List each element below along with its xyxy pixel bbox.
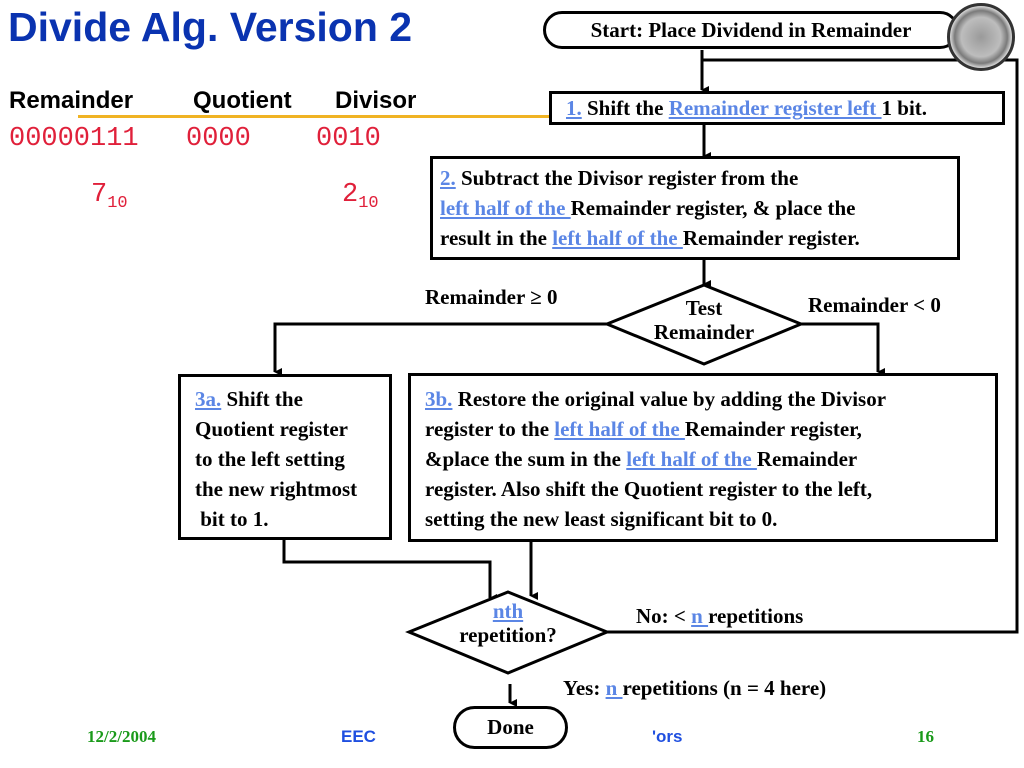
remainder-decimal-value: 7 xyxy=(91,180,108,210)
repetition-diamond xyxy=(405,590,611,675)
step3b-box: 3b. Restore the original value by adding… xyxy=(408,373,998,542)
quotient-value: 0000 xyxy=(186,124,251,154)
step3b-number: 3b. xyxy=(425,387,453,411)
divisor-decimal: 210 xyxy=(342,180,379,213)
step3a-line1: Shift the xyxy=(221,387,303,411)
done-terminal: Done xyxy=(453,706,568,749)
step3a-line5: bit to 1. xyxy=(195,507,269,531)
step3b-post2: Remainder register, xyxy=(684,417,862,441)
divisor-value: 0010 xyxy=(316,124,381,154)
step3b-pre3: &place the sum in the xyxy=(425,447,627,471)
divisor-decimal-value: 2 xyxy=(342,180,359,210)
arrow-3a-repetition xyxy=(282,540,497,602)
arrow-lt-branch xyxy=(801,322,885,376)
step3b-line1: Restore the original value by adding the… xyxy=(452,387,887,411)
yes-label-pre: Yes: xyxy=(563,676,606,700)
step2-number: 2. xyxy=(440,166,456,190)
university-seal-logo xyxy=(947,3,1015,71)
step3b-line4: register. Also shift the Quotient regist… xyxy=(425,477,873,501)
slide-title: Divide Alg. Version 2 xyxy=(8,4,413,50)
step3b-pre2: register to the xyxy=(425,417,555,441)
yes-label: Yes: n repetitions (n = 4 here) xyxy=(563,676,826,701)
start-terminal: Start: Place Dividend in Remainder xyxy=(543,11,959,49)
test-line1: Test xyxy=(685,296,723,320)
repetition-text: nth repetition? xyxy=(440,599,576,647)
step3a-number: 3a. xyxy=(195,387,222,411)
test-remainder-text: Test Remainder xyxy=(644,296,764,344)
arrow-ge-branch xyxy=(273,322,607,376)
step2-link1: left half of the xyxy=(440,196,571,220)
test-line2: Remainder xyxy=(653,320,755,344)
step1-post: 1 bit. xyxy=(881,96,928,120)
header-divisor: Divisor xyxy=(335,87,417,114)
remainder-decimal-base: 10 xyxy=(107,194,128,213)
step3a-line3: to the left setting xyxy=(195,447,345,471)
step3a-box: 3a. Shift the Quotient register to the l… xyxy=(178,374,392,540)
step2-pre2: result in the xyxy=(440,226,553,250)
step1-pre: Shift the xyxy=(581,96,669,120)
step2-line1: Subtract the Divisor register from the xyxy=(455,166,799,190)
loop-back-line xyxy=(607,58,1019,634)
footer-date: 12/2/2004 xyxy=(87,727,156,746)
divisor-decimal-base: 10 xyxy=(358,194,379,213)
repetition-line2: repetition? xyxy=(459,623,557,647)
title-rule xyxy=(78,115,962,118)
footer-course-left: EEC xyxy=(341,727,376,746)
step3b-link3: left half of the xyxy=(626,447,757,471)
header-quotient: Quotient xyxy=(193,87,292,114)
step3a-line4: the new rightmost xyxy=(195,477,358,501)
no-label: No: < n repetitions xyxy=(636,604,803,629)
header-remainder: Remainder xyxy=(9,87,134,114)
no-label-post: repetitions xyxy=(708,604,804,628)
step1-link: Remainder register left xyxy=(668,96,882,120)
no-label-link: n xyxy=(691,604,709,628)
step3a-line2: Quotient register xyxy=(195,417,348,441)
step3b-post3: Remainder xyxy=(756,447,858,471)
repetition-link: nth xyxy=(492,599,524,623)
footer-page-number: 16 xyxy=(917,727,934,746)
remainder-decimal: 710 xyxy=(91,180,128,213)
footer-course-right: 'ors xyxy=(652,727,683,746)
branch-ge-label: Remainder ≥ 0 xyxy=(425,285,558,309)
step1-box: 1. Shift the Remainder register left 1 b… xyxy=(549,91,1005,125)
step3b-link2: left half of the xyxy=(554,417,685,441)
step2-link2: left half of the xyxy=(552,226,683,250)
no-label-pre: No: < xyxy=(636,604,692,628)
step1-number: 1. xyxy=(566,96,582,120)
branch-lt-label: Remainder < 0 xyxy=(808,293,941,317)
step2-post2: Remainder register. xyxy=(682,226,860,250)
step3b-line5: setting the new least significant bit to… xyxy=(425,507,778,531)
yes-label-link: n xyxy=(605,676,623,700)
test-remainder-diamond xyxy=(603,283,805,366)
yes-label-post: repetitions (n = 4 here) xyxy=(622,676,827,700)
remainder-value: 00000111 xyxy=(9,124,139,154)
step2-mid: Remainder register, & place the xyxy=(570,196,856,220)
step2-box: 2. Subtract the Divisor register from th… xyxy=(430,156,960,260)
